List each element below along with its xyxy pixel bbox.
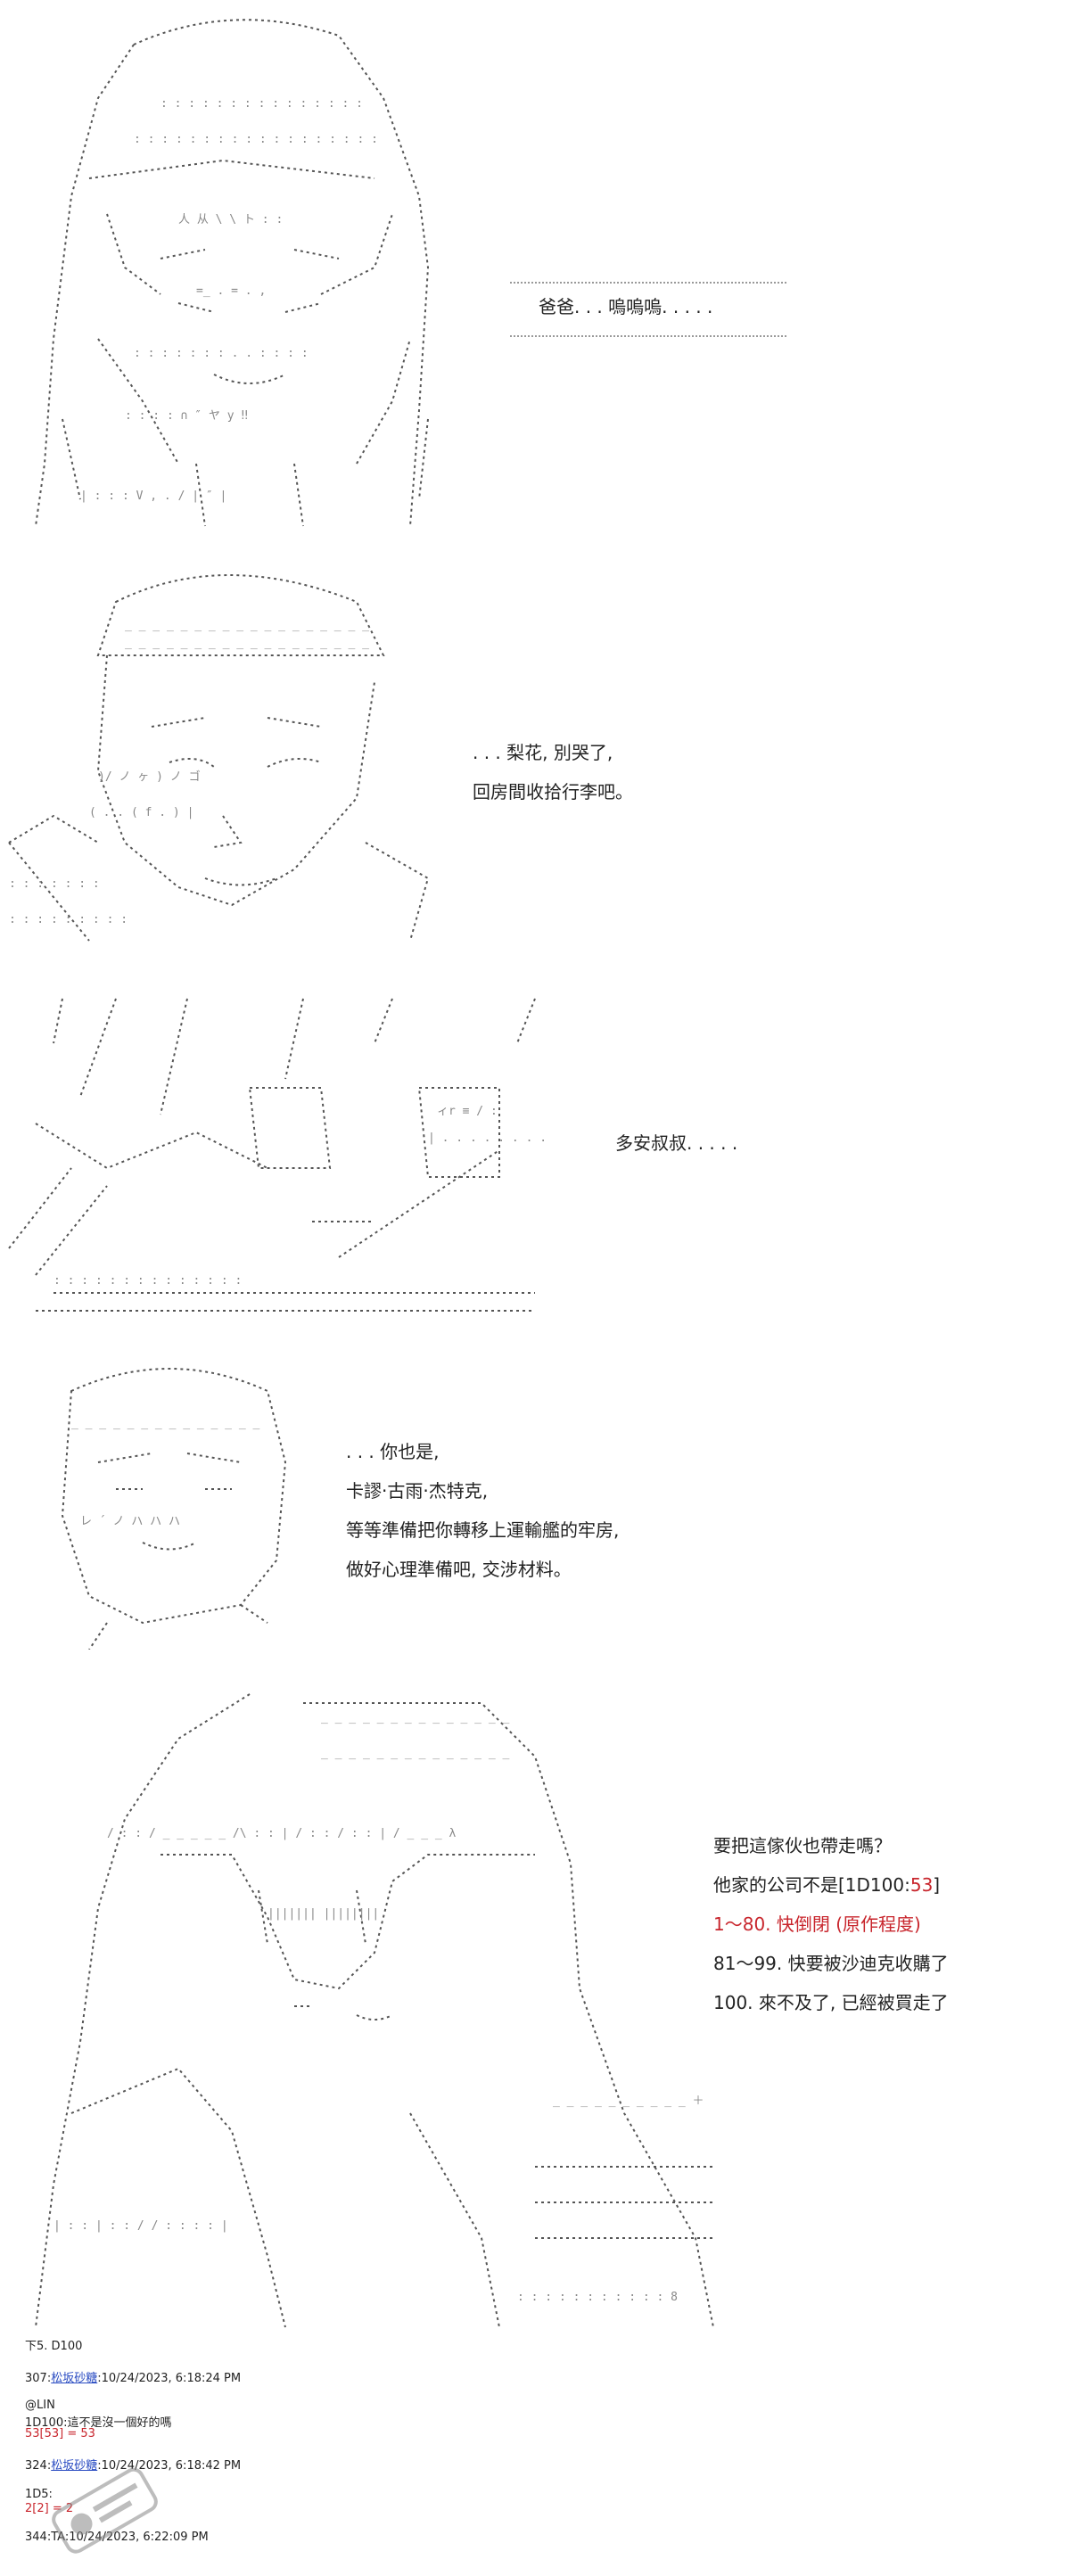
svg-text:||||||| ||||||||: ||||||| |||||||| — [268, 1907, 379, 1921]
speech-bubble-girl — [510, 282, 786, 337]
svg-text:人 从 \ \ ト : :: 人 从 \ \ ト : : — [178, 213, 283, 226]
svg-text:: : : : : : : : :: : : : : : : : : : — [9, 913, 128, 926]
dialog-large-character: 要把這傢伙也帶走嗎？ 他家的公司不是[1D100:53] 1～80. 快倒閉 (… — [713, 1826, 949, 2022]
dialog-line: 爸爸. . . 嗚嗚嗚. . . . . — [539, 296, 713, 317]
watermark-logo-icon — [43, 2457, 171, 2572]
post-time: :10/24/2023, 6:18:24 PM — [97, 2372, 242, 2385]
dialog-line: 做好心理準備吧, 交涉材料。 — [346, 1559, 572, 1580]
svg-text:_ _ _ _ _ _ _ _ _ _ _ _ _ _ _: _ _ _ _ _ _ _ _ _ _ _ _ _ _ _ _ _ _ — [125, 619, 369, 632]
dialog-line-option-1: 1～80. 快倒閉 (原作程度) — [713, 1913, 921, 1935]
svg-text:_ _ _ _ _ _ _ _ _ _ _ _ _ _ _: _ _ _ _ _ _ _ _ _ _ _ _ _ _ _ _ _ _ — [125, 637, 369, 650]
dialog-line: . . . 梨花, 別哭了, — [473, 742, 613, 763]
ascii-art-sketch-scene: ィr ≡ / : | . . . . . . . . | : : : : : :… — [0, 990, 553, 1329]
dice-result: 53 — [910, 1874, 934, 1896]
dialog-line: 卡謬·古雨·杰特克, — [346, 1480, 489, 1502]
dialog-sketch-scene: 多安叔叔. . . . . — [615, 1123, 737, 1163]
dice-bracket: ] — [933, 1874, 941, 1896]
dialog-line: . . . 你也是, — [346, 1441, 440, 1462]
dialog-man-cap: . . . 梨花, 別哭了, 回房間收拾行李吧。 — [473, 733, 633, 811]
svg-text:_ _ _ _ _ _ _ _ _ _ _ _ _ _: _ _ _ _ _ _ _ _ _ _ _ _ _ _ — [321, 1747, 509, 1760]
dialog-line: 他家的公司不是[1D100:53] — [713, 1865, 949, 1905]
post-body-line: 1D100:這不是沒一個好的嗎 — [25, 2416, 172, 2430]
dialog-line-option-3: 100. 來不及了, 已經被買走了 — [713, 1992, 949, 2013]
post-body-line: 1D5: — [25, 2488, 53, 2501]
post-number: 324: — [25, 2459, 52, 2473]
forum-header: 下5. D100 — [25, 2340, 83, 2353]
dialog-line: 等等準備把你轉移上運輸艦的牢房, — [346, 1519, 620, 1541]
svg-text:| : : | : : / / : : : : |: | : : | : : / / : : : : | — [54, 2219, 228, 2233]
dialog-line: 回房間收拾行李吧。 — [473, 781, 633, 802]
svg-text:: : : : : : : : : : : : : :: : : : : : : : : : : : : : : — [54, 1274, 242, 1288]
dialog-line: 多安叔叔. . . . . — [615, 1132, 738, 1154]
forum-post-307: 307:松坂砂糖:10/24/2023, 6:18:24 PM — [25, 2368, 241, 2385]
svg-text:)/ ノ ヶ ) ノ ゴ: )/ ノ ヶ ) ノ ゴ — [98, 770, 201, 784]
svg-text:レ ´ ノ ハ ハ ハ: レ ´ ノ ハ ハ ハ — [80, 1515, 180, 1528]
dice-text: 他家的公司不是[1D100: — [713, 1874, 910, 1896]
svg-text:| : : : V , . / | ″ |: | : : : V , . / | ″ | — [80, 490, 226, 503]
svg-text:| . . . . . . . . |: | . . . . . . . . | — [428, 1132, 553, 1145]
svg-text:( . . ( f . ) |: ( . . ( f . ) | — [89, 806, 193, 819]
svg-text:=_ . = . ,: =_ . = . , — [196, 284, 266, 298]
dialog-small-character: . . . 你也是, 卡謬·古雨·杰特克, 等等準備把你轉移上運輸艦的牢房, 做… — [346, 1432, 619, 1589]
svg-text:_ _ _ _ _ _ _ _ _ _ ＋: _ _ _ _ _ _ _ _ _ _ ＋ — [553, 2095, 704, 2108]
post-body-line: @LIN — [25, 2399, 55, 2412]
post-roll-result: 53[53] = 53 — [25, 2427, 95, 2440]
svg-text:: : : : : : : : : : : : : : :: : : : : : : : : : : : : : : : — [160, 97, 363, 111]
svg-text:ィr ≡ / :: ィr ≡ / : — [437, 1105, 498, 1118]
post-author-link[interactable]: 松坂砂糖 — [51, 2372, 98, 2385]
svg-text:/ : : / _ _ _ _ _ /\ : : | / :: / : : / _ _ _ _ _ /\ : : | / : : / : : |… — [107, 1827, 457, 1840]
post-author-link[interactable]: 松坂砂糖 — [51, 2459, 98, 2473]
ascii-art-small-character: _ _ _ _ _ _ _ _ _ _ _ _ _ _ レ ´ ノ ハ ハ ハ — [36, 1355, 321, 1650]
dialog-girl: 爸爸. . . 嗚嗚嗚. . . . . — [539, 287, 712, 326]
ascii-art-large-character: _ _ _ _ _ _ _ _ _ _ _ _ _ _ _ _ _ _ _ _ … — [0, 1685, 722, 2345]
post-number: 344: — [25, 2531, 52, 2544]
svg-text:: : : : : : : : : : : : : : :: : : : : : : : : : : : : : : : : : : — [134, 133, 378, 146]
ascii-art-man-with-cap: _ _ _ _ _ _ _ _ _ _ _ _ _ _ _ _ _ _ _ _ … — [0, 548, 446, 967]
svg-text:: : : : : : : . . : : : :: : : : : : : : . . : : : : — [134, 347, 309, 360]
dialog-line-option-2: 81～99. 快要被沙迪克收購了 — [713, 1953, 949, 1974]
svg-text:: : : : : : : : : : : 8: : : : : : : : : : : : 8 — [517, 2291, 678, 2304]
ascii-art-girl-crying: : : : : : : : : : : : : : : : : : : : : … — [0, 0, 499, 535]
svg-text:: : : : : : :: : : : : : : : — [9, 877, 100, 891]
svg-text:_ _ _ _ _ _ _ _ _ _ _ _ _ _: _ _ _ _ _ _ _ _ _ _ _ _ _ _ — [321, 1711, 509, 1724]
dialog-line: 要把這傢伙也帶走嗎？ — [713, 1835, 892, 1856]
svg-text:: : : : ∩ ″ ヤ y ‼: : : : : ∩ ″ ヤ y ‼ — [125, 409, 248, 423]
post-number: 307: — [25, 2372, 52, 2385]
svg-text:_ _ _ _ _ _ _ _ _ _ _ _ _ _: _ _ _ _ _ _ _ _ _ _ _ _ _ _ — [71, 1417, 259, 1430]
